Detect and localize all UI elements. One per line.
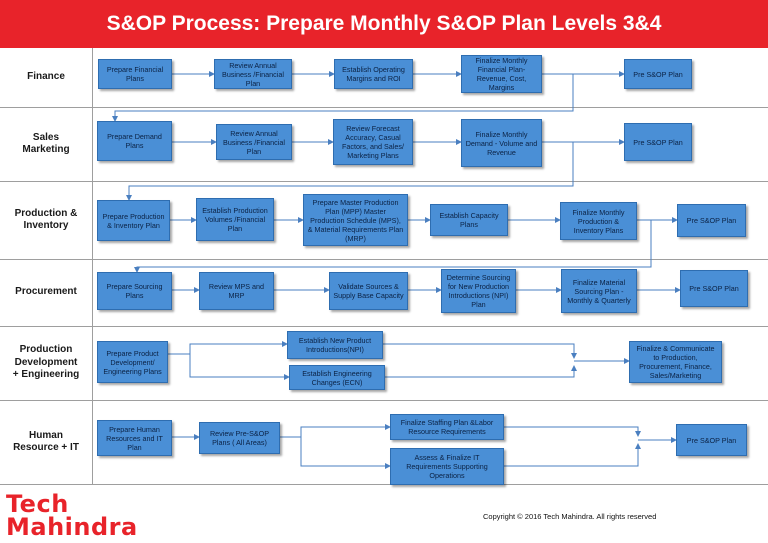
- lane-separator: [0, 400, 768, 401]
- box-finalize-staffing-plan[interactable]: Finalize Staffing Plan &Labor Resource R…: [390, 414, 504, 440]
- arrow: [300, 437, 391, 469]
- lane-label-sales-marketing: Sales Marketing: [22, 131, 70, 156]
- box-establish-operating-margins[interactable]: Establish Operating Margins and ROI: [334, 59, 413, 89]
- box-prepare-master-production-plan[interactable]: Prepare Master Production Plan (MPP) Mas…: [303, 194, 408, 246]
- lane-separator: [0, 259, 768, 260]
- lane-divider-vertical: [92, 48, 93, 484]
- box-prepare-hr-it-plan[interactable]: Prepare Human Resources and IT Plan: [97, 420, 172, 456]
- copyright-text: Copyright © 2016 Tech Mahindra. All righ…: [483, 512, 657, 521]
- arrow: [504, 426, 641, 437]
- box-assess-finalize-it-requirements[interactable]: Assess & Finalize IT Requirements Suppor…: [390, 448, 504, 485]
- lane-label-finance: Finance: [27, 71, 65, 83]
- box-pre-sop-plan-procurement[interactable]: Pre S&OP Plan: [680, 270, 748, 307]
- box-pre-sop-plan-sales[interactable]: Pre S&OP Plan: [624, 123, 692, 161]
- box-prepare-demand-plans[interactable]: Prepare Demand Plans: [97, 121, 172, 161]
- box-review-annual-business-plan-sales[interactable]: Review Annual Business /Financial Plan: [216, 124, 292, 160]
- box-establish-engineering-changes[interactable]: Establish Engineering Changes (ECN): [289, 365, 385, 390]
- arrow: [168, 341, 288, 355]
- box-review-mps-mrp[interactable]: Review MPS and MRP: [199, 272, 274, 310]
- box-prepare-financial-plans[interactable]: Prepare Financial Plans: [98, 59, 172, 89]
- box-finalize-communicate[interactable]: Finalize & Communicate to Production, Pr…: [629, 341, 722, 383]
- lane-separator: [0, 484, 768, 485]
- box-review-annual-business-plan[interactable]: Review Annual Business /Financial Plan: [214, 59, 292, 89]
- box-pre-sop-plan-hr[interactable]: Pre S&OP Plan: [676, 424, 747, 456]
- lane-label-production-development: Production Development + Engineering: [12, 344, 80, 381]
- arrow: [385, 365, 577, 378]
- lane-label-procurement: Procurement: [15, 286, 77, 298]
- box-finalize-monthly-demand[interactable]: Finalize Monthly Demand - Volume and Rev…: [461, 119, 542, 167]
- box-finalize-monthly-production-plans[interactable]: Finalize Monthly Production & Inventory …: [560, 202, 637, 240]
- lane-separator: [0, 326, 768, 327]
- box-pre-sop-plan-finance[interactable]: Pre S&OP Plan: [624, 59, 692, 89]
- box-review-pre-sop-plans[interactable]: Review Pre-S&OP Plans ( All Areas): [199, 422, 280, 454]
- box-validate-sources[interactable]: Validate Sources & Supply Base Capacity: [329, 272, 408, 310]
- box-finalize-material-sourcing-plan[interactable]: Finalize Material Sourcing Plan - Monthl…: [561, 269, 637, 313]
- box-review-forecast-accuracy[interactable]: Review Forecast Accuracy, Casual Factors…: [333, 119, 413, 165]
- box-establish-new-product-introductions[interactable]: Establish New Product Introductions(NPI): [287, 331, 383, 359]
- box-finalize-monthly-financial-plan[interactable]: Finalize Monthly Financial Plan-Revenue,…: [461, 55, 542, 93]
- box-prepare-sourcing-plans[interactable]: Prepare Sourcing Plans: [97, 272, 172, 310]
- logo-line-1: Tech: [6, 490, 69, 518]
- page-title: S&OP Process: Prepare Monthly S&OP Plan …: [0, 0, 768, 48]
- lane-separator: [0, 181, 768, 182]
- arrow: [280, 424, 391, 438]
- box-establish-production-volumes[interactable]: Establish Production Volumes /Financial …: [196, 198, 274, 241]
- logo-line-2: Mahindra: [6, 513, 138, 541]
- box-prepare-production-inventory-plan[interactable]: Prepare Production & Inventory Plan: [97, 200, 170, 241]
- arrow: [189, 354, 290, 380]
- box-pre-sop-plan-production[interactable]: Pre S&OP Plan: [677, 204, 746, 237]
- box-prepare-product-development-plans[interactable]: Prepare Product Development/ Engineering…: [97, 341, 168, 383]
- lane-label-human-resource-it: Human Resource + IT: [13, 429, 79, 454]
- lane-separator: [0, 107, 768, 108]
- box-establish-capacity-plans[interactable]: Establish Capacity Plans: [430, 204, 508, 236]
- tech-mahindra-logo: Tech Mahindra: [6, 492, 138, 539]
- arrow: [383, 343, 577, 359]
- arrow: [504, 443, 641, 467]
- lane-label-production-inventory: Production & Inventory: [14, 207, 78, 232]
- box-determine-sourcing-npi[interactable]: Determine Sourcing for New Production In…: [441, 269, 516, 313]
